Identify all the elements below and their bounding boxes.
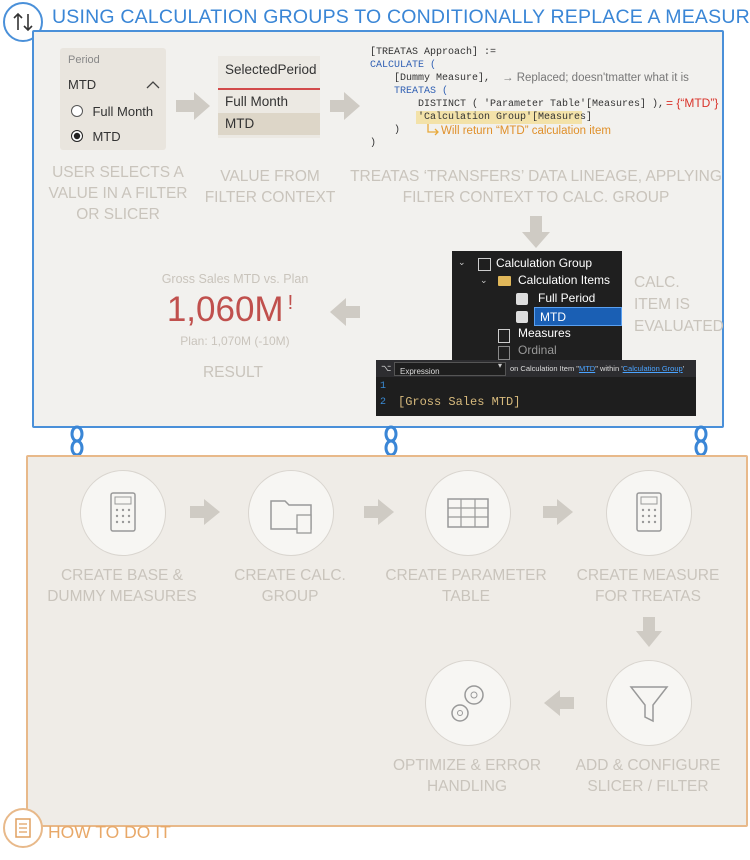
step-5-circle	[606, 660, 692, 746]
arrow-right-icon	[330, 92, 360, 120]
filter-icon	[629, 686, 669, 723]
slicer-dropdown[interactable]: MTD	[68, 76, 160, 96]
slicer-header: Period	[68, 54, 100, 66]
chevron-down-icon: ⌄	[458, 257, 466, 267]
page-title: USING CALCULATION GROUPS TO CONDITIONALL…	[52, 6, 750, 28]
arrow-right-icon	[176, 92, 210, 120]
tree-item-calculation-group[interactable]: Calculation Group	[496, 256, 593, 270]
table-icon	[478, 258, 491, 271]
footer-icon	[3, 808, 43, 848]
slicer-option-mtd[interactable]: MTD	[70, 128, 121, 146]
table-row-highlighted	[218, 113, 320, 135]
expression-editor: ⌥ Expression ▾ on Calculation Item "MTD"…	[376, 360, 696, 416]
code-highlight	[416, 111, 582, 124]
arrow-left-icon	[330, 298, 360, 326]
caption-treatas: TREATAS ‘TRANSFERS’ DATA LINEAGE, APPLYI…	[350, 168, 722, 206]
calc-item-icon	[516, 293, 528, 305]
caption-user-selects: USER SELECTS A VALUE IN A FILTER OR SLIC…	[48, 164, 188, 223]
caption-value-from: VALUE FROM FILTER CONTEXT	[204, 168, 336, 206]
step-3-circle	[425, 470, 511, 556]
tree-item-measures[interactable]: Measures	[518, 326, 571, 340]
line-number: 2	[380, 397, 387, 408]
chevron-up-icon	[146, 81, 160, 89]
chevron-down-icon: ⌄	[480, 275, 488, 285]
table-icon	[447, 498, 489, 528]
step-1-label: CREATE BASE & DUMMY MEASURES	[47, 567, 197, 605]
expression-dropdown[interactable]: Expression ▾	[394, 361, 506, 376]
folder-icon	[498, 276, 511, 286]
kpi-title: Gross Sales MTD vs. Plan	[161, 272, 309, 286]
step-6-label: OPTIMIZE & ERROR HANDLING	[392, 757, 542, 795]
calculator-icon	[110, 492, 136, 532]
selected-period-table: SelectedPeriod Full Month MTD	[218, 56, 320, 138]
tree-item-mtd-selected[interactable]: MTD	[534, 307, 622, 326]
arrow-right-icon	[364, 499, 394, 525]
caption-calc-item: CALC. ITEM IS EVALUATED	[634, 274, 724, 335]
column-icon	[498, 346, 510, 360]
slicer-option-full-month[interactable]: Full Month	[70, 103, 153, 121]
tree-item-full-period[interactable]: Full Period	[538, 291, 596, 305]
chain-link-icon	[694, 425, 708, 457]
step-3-label: CREATE PARAMETER TABLE	[385, 567, 547, 605]
chain-link-icon	[70, 425, 84, 457]
tree-item-ordinal[interactable]: Ordinal	[518, 343, 557, 357]
kpi-value: 1,060M!	[166, 290, 294, 329]
radio-empty-icon	[71, 105, 83, 117]
model-tree: ⌄ Calculation Group ⌄ Calculation Items …	[452, 251, 622, 361]
footer-title: HOW TO DO IT	[48, 822, 171, 842]
header-icon	[3, 2, 43, 42]
table-row: Full Month	[225, 94, 289, 109]
arrow-corner-icon	[427, 124, 439, 136]
table-divider	[218, 88, 320, 90]
step-2-label: CREATE CALC. GROUP	[234, 567, 346, 605]
period-slicer[interactable]: Period MTD Full Month MTD	[60, 48, 166, 150]
slicer-selected: MTD	[68, 77, 97, 92]
calculator-icon	[636, 492, 662, 532]
chain-link-icon	[384, 425, 398, 457]
dax-code: [TREATAS Approach] := CALCULATE ( [Dummy…	[370, 47, 719, 149]
gears-icon	[451, 685, 484, 722]
kpi-card: Gross Sales MTD vs. Plan 1,060M! Plan: 1…	[150, 268, 320, 358]
arrow-right-icon	[190, 499, 220, 525]
editor-code[interactable]: [Gross Sales MTD]	[398, 395, 521, 409]
step-4-circle	[606, 470, 692, 556]
editor-context: on Calculation Item "MTD" within 'Calcul…	[510, 364, 685, 373]
chevron-down-icon: ▾	[497, 361, 502, 370]
arrow-down-icon	[636, 617, 662, 647]
arrow-down-icon	[522, 216, 550, 248]
step-2-circle	[248, 470, 334, 556]
folder-calculator-icon	[270, 500, 312, 534]
table-header: SelectedPeriod	[225, 62, 317, 77]
code-icon: ⌥	[381, 363, 392, 373]
step-4-label: CREATE MEASURE FOR TREATAS	[576, 567, 720, 605]
caption-result: RESULT	[202, 364, 263, 381]
column-icon	[498, 329, 510, 343]
calc-group-link[interactable]: Calculation Group	[622, 364, 683, 373]
calc-item-icon	[516, 311, 528, 323]
arrow-left-icon	[544, 690, 574, 716]
step-6-circle	[425, 660, 511, 746]
mtd-link[interactable]: MTD	[578, 364, 596, 373]
kpi-subtitle: Plan: 1,070M (-10M)	[180, 334, 290, 348]
step-1-circle	[80, 470, 166, 556]
table-row: MTD	[225, 116, 255, 131]
arrow-right-icon	[543, 499, 573, 525]
tree-item-calculation-items[interactable]: Calculation Items	[518, 273, 611, 287]
step-5-label: ADD & CONFIGURE SLICER / FILTER	[575, 757, 721, 795]
line-number: 1	[380, 381, 387, 392]
radio-filled-icon	[71, 130, 83, 142]
